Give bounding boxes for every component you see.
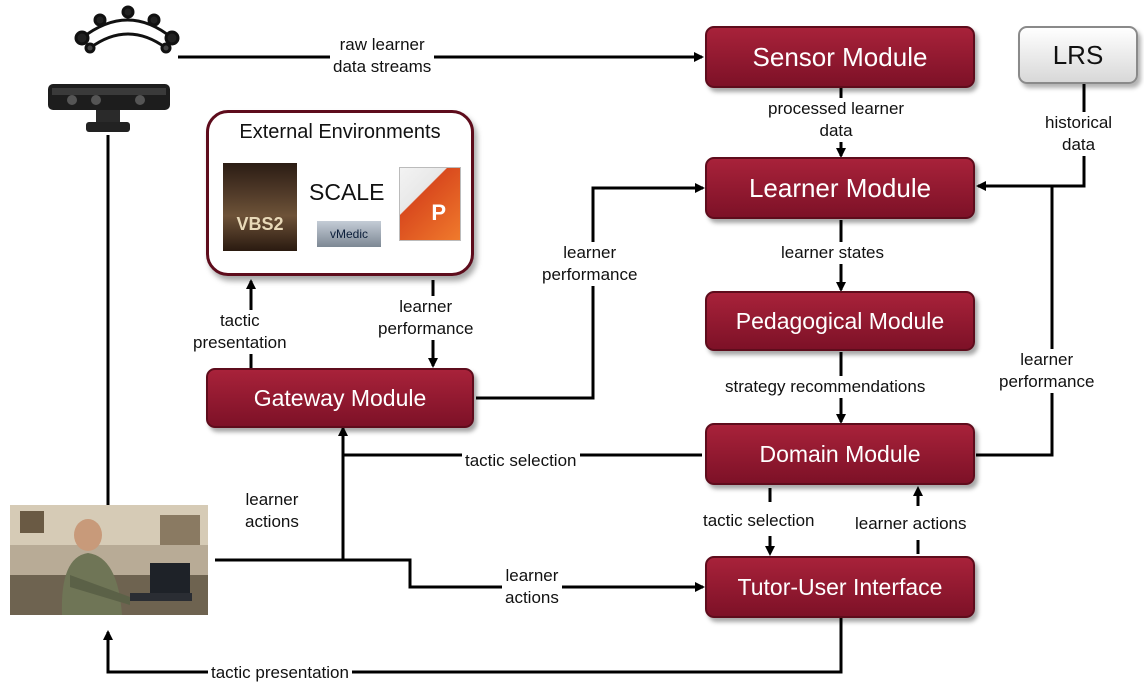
powerpoint-product-image: P bbox=[399, 167, 461, 241]
vbs2-logo-text: VBS2 bbox=[236, 214, 284, 234]
label-tactic-presentation-bottom: tactic presentation bbox=[208, 662, 352, 684]
edge-learner-performance-mid bbox=[476, 183, 705, 400]
pedagogical-module: Pedagogical Module bbox=[705, 291, 975, 351]
label-raw-data-streams: raw learner data streams bbox=[330, 34, 435, 78]
label-learner-performance-right: learner performance bbox=[996, 349, 1098, 393]
label-tactic-presentation-up: tactic presentation bbox=[190, 310, 290, 354]
edge-learner-performance-right bbox=[976, 186, 1054, 457]
vbs2-product-image: VBS2 bbox=[223, 163, 297, 251]
gateway-module: Gateway Module bbox=[206, 368, 474, 428]
label-learner-actions-left: learner actions bbox=[242, 489, 302, 533]
edge-tactic-presentation-bottom bbox=[103, 618, 843, 674]
sensor-module: Sensor Module bbox=[705, 26, 975, 88]
tutor-user-interface-module: Tutor-User Interface bbox=[705, 556, 975, 618]
domain-module: Domain Module bbox=[705, 423, 975, 485]
label-learner-performance-mid: learner performance bbox=[539, 242, 641, 286]
scale-label: SCALE bbox=[309, 179, 385, 205]
label-learner-actions-mid: learner actions bbox=[502, 565, 562, 609]
external-environments-box: External Environments VBS2 SCALE vMedic … bbox=[206, 110, 474, 276]
label-learner-states: learner states bbox=[778, 242, 887, 264]
label-learner-performance-ext: learner performance bbox=[375, 296, 477, 340]
eeg-headset-icon bbox=[74, 5, 180, 54]
lrs-box: LRS bbox=[1018, 26, 1138, 84]
label-strategy-recommendations: strategy recommendations bbox=[722, 376, 929, 398]
learner-module: Learner Module bbox=[705, 157, 975, 219]
label-tactic-selection-left: tactic selection bbox=[462, 450, 580, 472]
vmedic-logo: vMedic bbox=[317, 221, 381, 247]
label-historical-data: historical data bbox=[1042, 112, 1116, 156]
label-processed-learner-data: processed learner data bbox=[765, 98, 908, 142]
kinect-sensor-icon bbox=[48, 84, 170, 132]
label-tactic-selection-bottom: tactic selection bbox=[700, 510, 818, 532]
soldier-at-computer-photo bbox=[10, 505, 208, 615]
powerpoint-logo-mark: P bbox=[431, 200, 446, 225]
label-learner-actions-right: learner actions bbox=[852, 513, 970, 535]
external-environments-title: External Environments bbox=[239, 121, 441, 143]
